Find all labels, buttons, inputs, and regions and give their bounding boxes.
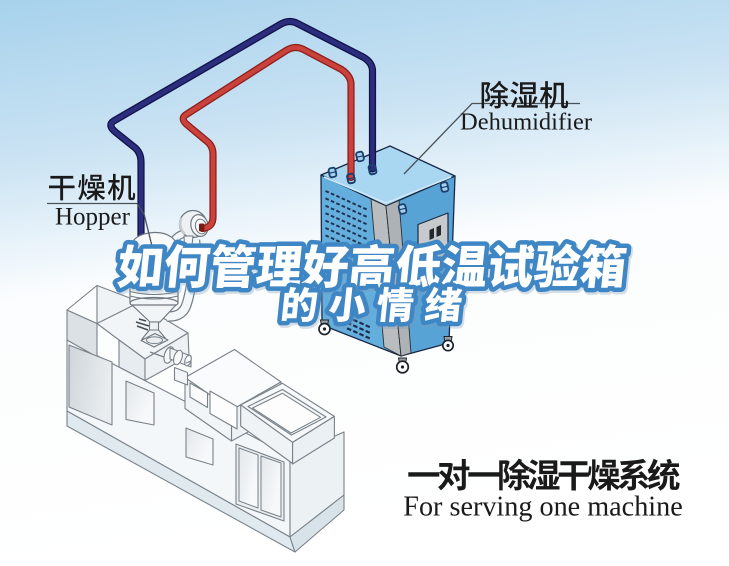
svg-text:For serving one machine: For serving one machine — [403, 492, 682, 523]
svg-text:Dehumidifier: Dehumidifier — [460, 109, 592, 136]
svg-text:Hopper: Hopper — [55, 204, 131, 231]
